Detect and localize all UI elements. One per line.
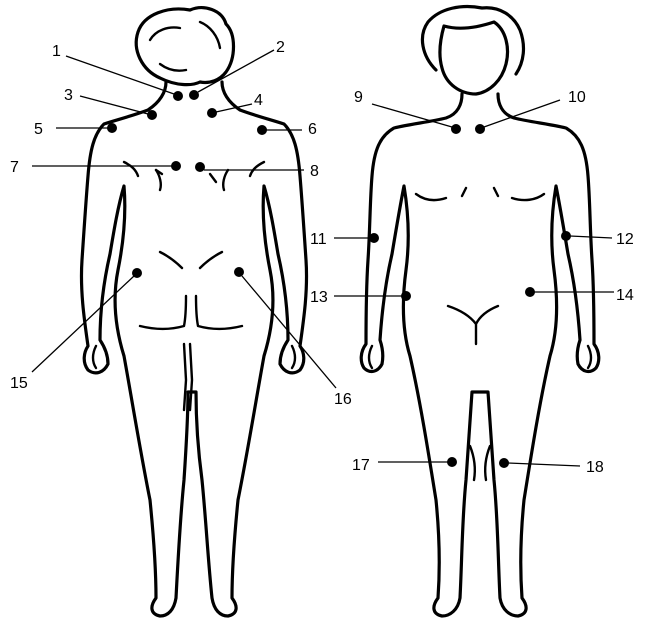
point-label-8: 8: [310, 163, 319, 180]
leader-line-18: [508, 463, 580, 466]
point-marker-16: [234, 267, 244, 277]
back-hand-left: [93, 346, 96, 368]
point-marker-17: [447, 457, 457, 467]
tender-point-12: 12: [561, 231, 634, 248]
back-hair-strands: [150, 22, 220, 71]
point-label-3: 3: [64, 87, 73, 104]
point-label-11: 11: [310, 231, 327, 248]
front-face-outline: [440, 22, 508, 94]
tender-point-2: 2: [189, 39, 285, 100]
point-label-4: 4: [254, 92, 263, 109]
front-hand-left: [369, 346, 372, 368]
point-marker-6: [257, 125, 267, 135]
point-marker-8: [195, 162, 205, 172]
point-marker-7: [171, 161, 181, 171]
front-knee-right: [485, 446, 490, 480]
point-marker-9: [451, 124, 461, 134]
back-buttocks: [140, 296, 242, 329]
tender-point-10: 10: [475, 89, 586, 134]
point-marker-14: [525, 287, 535, 297]
tender-point-16: 16: [234, 267, 352, 408]
tender-point-6: 6: [257, 121, 317, 138]
point-label-12: 12: [616, 231, 634, 248]
front-hand-right: [588, 346, 591, 368]
point-label-17: 17: [352, 457, 370, 474]
point-label-16: 16: [334, 391, 352, 408]
tender-point-14: 14: [525, 287, 634, 304]
leader-line-2: [198, 50, 274, 92]
point-label-2: 2: [276, 39, 285, 56]
point-marker-3: [147, 110, 157, 120]
point-marker-10: [475, 124, 485, 134]
point-label-15: 15: [10, 375, 28, 392]
point-marker-13: [401, 291, 411, 301]
point-label-6: 6: [308, 121, 317, 138]
point-label-1: 1: [52, 43, 61, 60]
back-waist-curves: [160, 252, 222, 268]
front-breasts: [416, 188, 544, 200]
tender-point-3: 3: [64, 87, 157, 120]
front-view-figure: [361, 7, 599, 616]
leader-line-3: [80, 96, 148, 114]
point-marker-15: [132, 268, 142, 278]
tender-point-9: 9: [354, 89, 461, 134]
point-marker-12: [561, 231, 571, 241]
tender-point-15: 15: [10, 268, 142, 392]
point-marker-11: [369, 233, 379, 243]
back-hand-right: [292, 346, 295, 368]
front-hair-outline: [422, 7, 523, 74]
back-body-outline: [81, 82, 306, 616]
front-pelvis: [448, 306, 498, 344]
point-label-14: 14: [616, 287, 634, 304]
tender-point-18: 18: [499, 458, 604, 476]
point-label-13: 13: [310, 289, 328, 306]
leader-line-1: [66, 56, 174, 94]
point-marker-5: [107, 123, 117, 133]
point-label-9: 9: [354, 89, 363, 106]
front-knee-left: [470, 446, 475, 480]
point-marker-4: [207, 108, 217, 118]
point-marker-1: [173, 91, 183, 101]
front-body-outline: [361, 94, 599, 616]
tender-point-13: 13: [310, 289, 411, 306]
back-shoulder-blade-right: [223, 162, 264, 190]
tender-point-7: 7: [10, 159, 181, 176]
tender-point-17: 17: [352, 457, 457, 474]
point-label-5: 5: [34, 121, 43, 138]
point-label-10: 10: [568, 89, 586, 106]
point-marker-2: [189, 90, 199, 100]
point-label-18: 18: [586, 459, 604, 476]
point-label-7: 7: [10, 159, 19, 176]
back-spine-marks: [156, 170, 216, 182]
point-marker-18: [499, 458, 509, 468]
